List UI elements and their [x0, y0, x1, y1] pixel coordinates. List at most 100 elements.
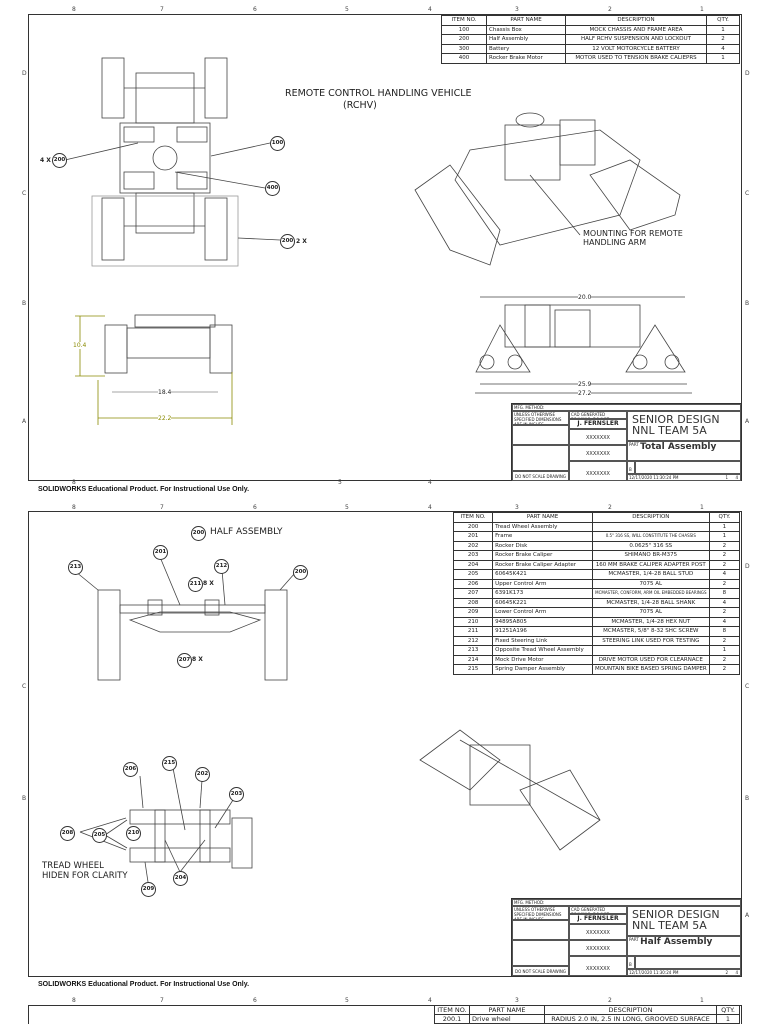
balloon-203: 203	[229, 787, 244, 802]
table-header: ITEM NO. PART NAME DESCRIPTION QTY.	[434, 1005, 740, 1015]
cell-part: Rocker Disk	[492, 540, 593, 551]
cad-note: CAD GENERATED DRAWING, DO NOT MANUALLY U…	[569, 906, 627, 914]
header-qty: QTY.	[708, 512, 741, 523]
cell-desc: 160 MM BRAKE CALIPER ADAPTER POST	[591, 559, 710, 570]
company-line1: SENIOR DESIGN	[632, 908, 720, 921]
front-view-vehicle	[104, 314, 233, 393]
cell-qty: 4	[708, 597, 741, 608]
tolerance-note: UNLESS OTHERWISE SPECIFIED DIMENSIONS AR…	[512, 906, 569, 920]
cell-qty: 2	[708, 664, 741, 675]
cell-qty: 2	[708, 578, 741, 589]
cell-part: 94895A805	[492, 616, 593, 627]
ruler3-7: 7	[160, 997, 164, 1004]
balloon-212: 212	[214, 559, 229, 574]
ruler3-4: 4	[428, 997, 432, 1004]
tolerance-note: UNLESS OTHERWISE SPECIFIED DIMENSIONS AR…	[512, 411, 569, 425]
cell-qty: 2	[708, 607, 741, 618]
sheet-of: 4	[735, 970, 738, 975]
balloon-206: 206	[123, 762, 138, 777]
cell-item: 202	[452, 540, 494, 551]
cell-part: Rocker Brake Caliper Adapter	[492, 559, 593, 570]
sheet-of: 4	[735, 475, 738, 480]
header-item-no: ITEM NO.	[434, 1005, 470, 1015]
dim-inner-width: 18.4	[158, 389, 172, 396]
sheet1-frame	[28, 14, 742, 481]
header-part-name: PART NAME	[469, 1005, 545, 1015]
cell-qty: 1	[708, 645, 741, 656]
no-scale-note: DO NOT SCALE DRAWING	[512, 471, 569, 481]
cell-desc: SHIMANO BR-M375	[591, 550, 710, 561]
size-value: B	[627, 461, 635, 474]
ruler-bottom-5: 5	[338, 479, 342, 486]
cell-item: 209	[452, 607, 494, 618]
balloon-200: 200	[52, 153, 67, 168]
cell-item: 400	[441, 53, 487, 64]
cell-item: 208	[452, 597, 494, 608]
cell-qty: 2	[708, 635, 741, 646]
balloon-205: 205	[92, 828, 107, 843]
tread-note-line1: TREAD WHEEL	[42, 861, 104, 871]
cell-desc: RADIUS 2.0 IN, 2.5 IN LONG, GROOVED SURF…	[544, 1014, 717, 1024]
balloon-qty: 4 X	[40, 157, 51, 164]
ruler-2: 2	[608, 6, 612, 13]
balloon-400: 400	[265, 181, 280, 196]
company-name: SENIOR DESIGN NNL TEAM 5A	[627, 906, 741, 936]
cell-qty: 2	[708, 540, 741, 551]
ruler2-b: B	[22, 795, 27, 802]
ruler2-b-right: B	[745, 795, 750, 802]
ruler3-2: 2	[608, 997, 612, 1004]
cell-part: 91251A196	[492, 626, 593, 637]
cad-note: CAD GENERATED DRAWING, DO NOT MANUALLY U…	[569, 411, 627, 419]
cell-qty: 2	[708, 550, 741, 561]
ruler2-2: 2	[608, 504, 612, 511]
cell-item: 203	[452, 550, 494, 561]
ruler-6: 6	[253, 6, 257, 13]
balloon-202: 202	[195, 767, 210, 782]
cell-item: 100	[441, 24, 487, 35]
balloon-211-qty: 8 X	[203, 580, 214, 587]
cell-part: 60645K221	[492, 597, 593, 608]
part-cell: PART Half Assembly	[627, 936, 741, 956]
ruler-a: A	[22, 418, 27, 425]
ruler-a-right: A	[745, 418, 750, 425]
balloon-208: 208	[60, 826, 75, 841]
date-value: XXXXXXX	[569, 956, 627, 976]
header-qty: QTY.	[716, 1005, 740, 1015]
date-stamp-row: 12/17/2020 11:30:24 PM 1 4	[627, 474, 741, 481]
cell-part: Lower Control Arm	[492, 607, 593, 618]
cell-desc: 0.5" 316 SS, WILL CONSTITUTE THE CHASSIS	[591, 531, 710, 542]
ruler-d-right: D	[745, 70, 750, 77]
balloon-207-qty: 8 X	[192, 656, 203, 663]
approved-value: XXXXXXX	[569, 429, 627, 445]
ruler-7: 7	[160, 6, 164, 13]
cell-desc: MOTOR USED TO TENSION BRAKE CALIEPRS	[565, 53, 707, 64]
size-value: B	[627, 956, 635, 969]
ruler-bottom-4: 4	[428, 479, 432, 486]
cell-part: 60645K421	[492, 569, 593, 580]
ruler-b: B	[22, 300, 27, 307]
part-name: Half Assembly	[640, 937, 713, 947]
ruler2-3: 3	[515, 504, 519, 511]
mounting-note-line2: HANDLING ARM	[583, 238, 647, 247]
sheet-number: 1	[725, 475, 728, 480]
cell-qty: 1	[706, 24, 740, 35]
dim-outer-width: 22.2	[158, 415, 172, 422]
ruler-c-right: C	[745, 190, 750, 197]
balloon-213: 213	[68, 560, 83, 575]
ruler3-8: 8	[72, 997, 76, 1004]
table-header: ITEM NO. PART NAME DESCRIPTION QTY.	[452, 512, 741, 523]
balloon-200b: 200	[280, 234, 295, 249]
header-part-name: PART NAME	[492, 512, 593, 523]
dim-top-width: 20.0	[578, 294, 592, 301]
cell-desc: STEERING LINK USED FOR TESTING	[591, 635, 710, 646]
checked-value: XXXXXXX	[569, 445, 627, 461]
